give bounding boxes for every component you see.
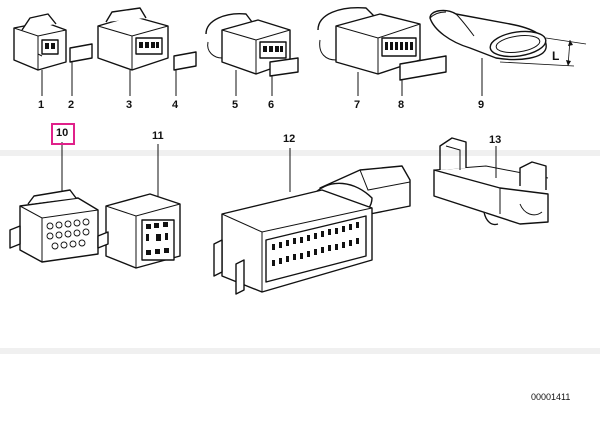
part-10-pin-grid — [46, 218, 90, 250]
callout-12[interactable]: 12 — [283, 133, 296, 145]
callout-5[interactable]: 5 — [232, 99, 239, 111]
drawing-reference-number: 00001411 — [531, 392, 571, 402]
part-9-rubber-boot[interactable] — [429, 9, 587, 96]
callout-4[interactable]: 4 — [172, 99, 179, 111]
callout-11[interactable]: 11 — [152, 130, 164, 142]
part-12-connector[interactable] — [213, 148, 411, 295]
callout-2[interactable]: 2 — [68, 99, 75, 111]
part-12-pin-array — [272, 222, 359, 266]
part-2-label-tag[interactable] — [69, 43, 93, 96]
callout-8[interactable]: 8 — [398, 99, 405, 111]
part-8-label-tag[interactable] — [399, 55, 447, 96]
part-13-bracket[interactable] — [433, 137, 549, 226]
callout-9[interactable]: 9 — [478, 99, 485, 111]
callout-7[interactable]: 7 — [354, 99, 361, 111]
callout-10-highlight — [51, 123, 75, 145]
callout-13[interactable]: 13 — [489, 134, 502, 146]
part-10-connector[interactable] — [9, 142, 99, 263]
part-4-label-tag[interactable] — [173, 51, 197, 96]
callout-1[interactable]: 1 — [38, 99, 45, 111]
part-7-connector[interactable] — [317, 7, 421, 96]
part-5-connector[interactable] — [205, 13, 291, 96]
callout-3[interactable]: 3 — [126, 99, 133, 111]
part-3-connector[interactable] — [97, 7, 169, 96]
part-11-socket[interactable] — [97, 144, 181, 269]
part-6-label-tag[interactable] — [269, 57, 299, 96]
dimension-label-l: L — [552, 49, 560, 63]
callout-6[interactable]: 6 — [268, 99, 275, 111]
callout-10[interactable]: 10 — [56, 127, 69, 139]
part-1-connector[interactable] — [13, 13, 67, 96]
watermark-bands — [0, 150, 600, 354]
